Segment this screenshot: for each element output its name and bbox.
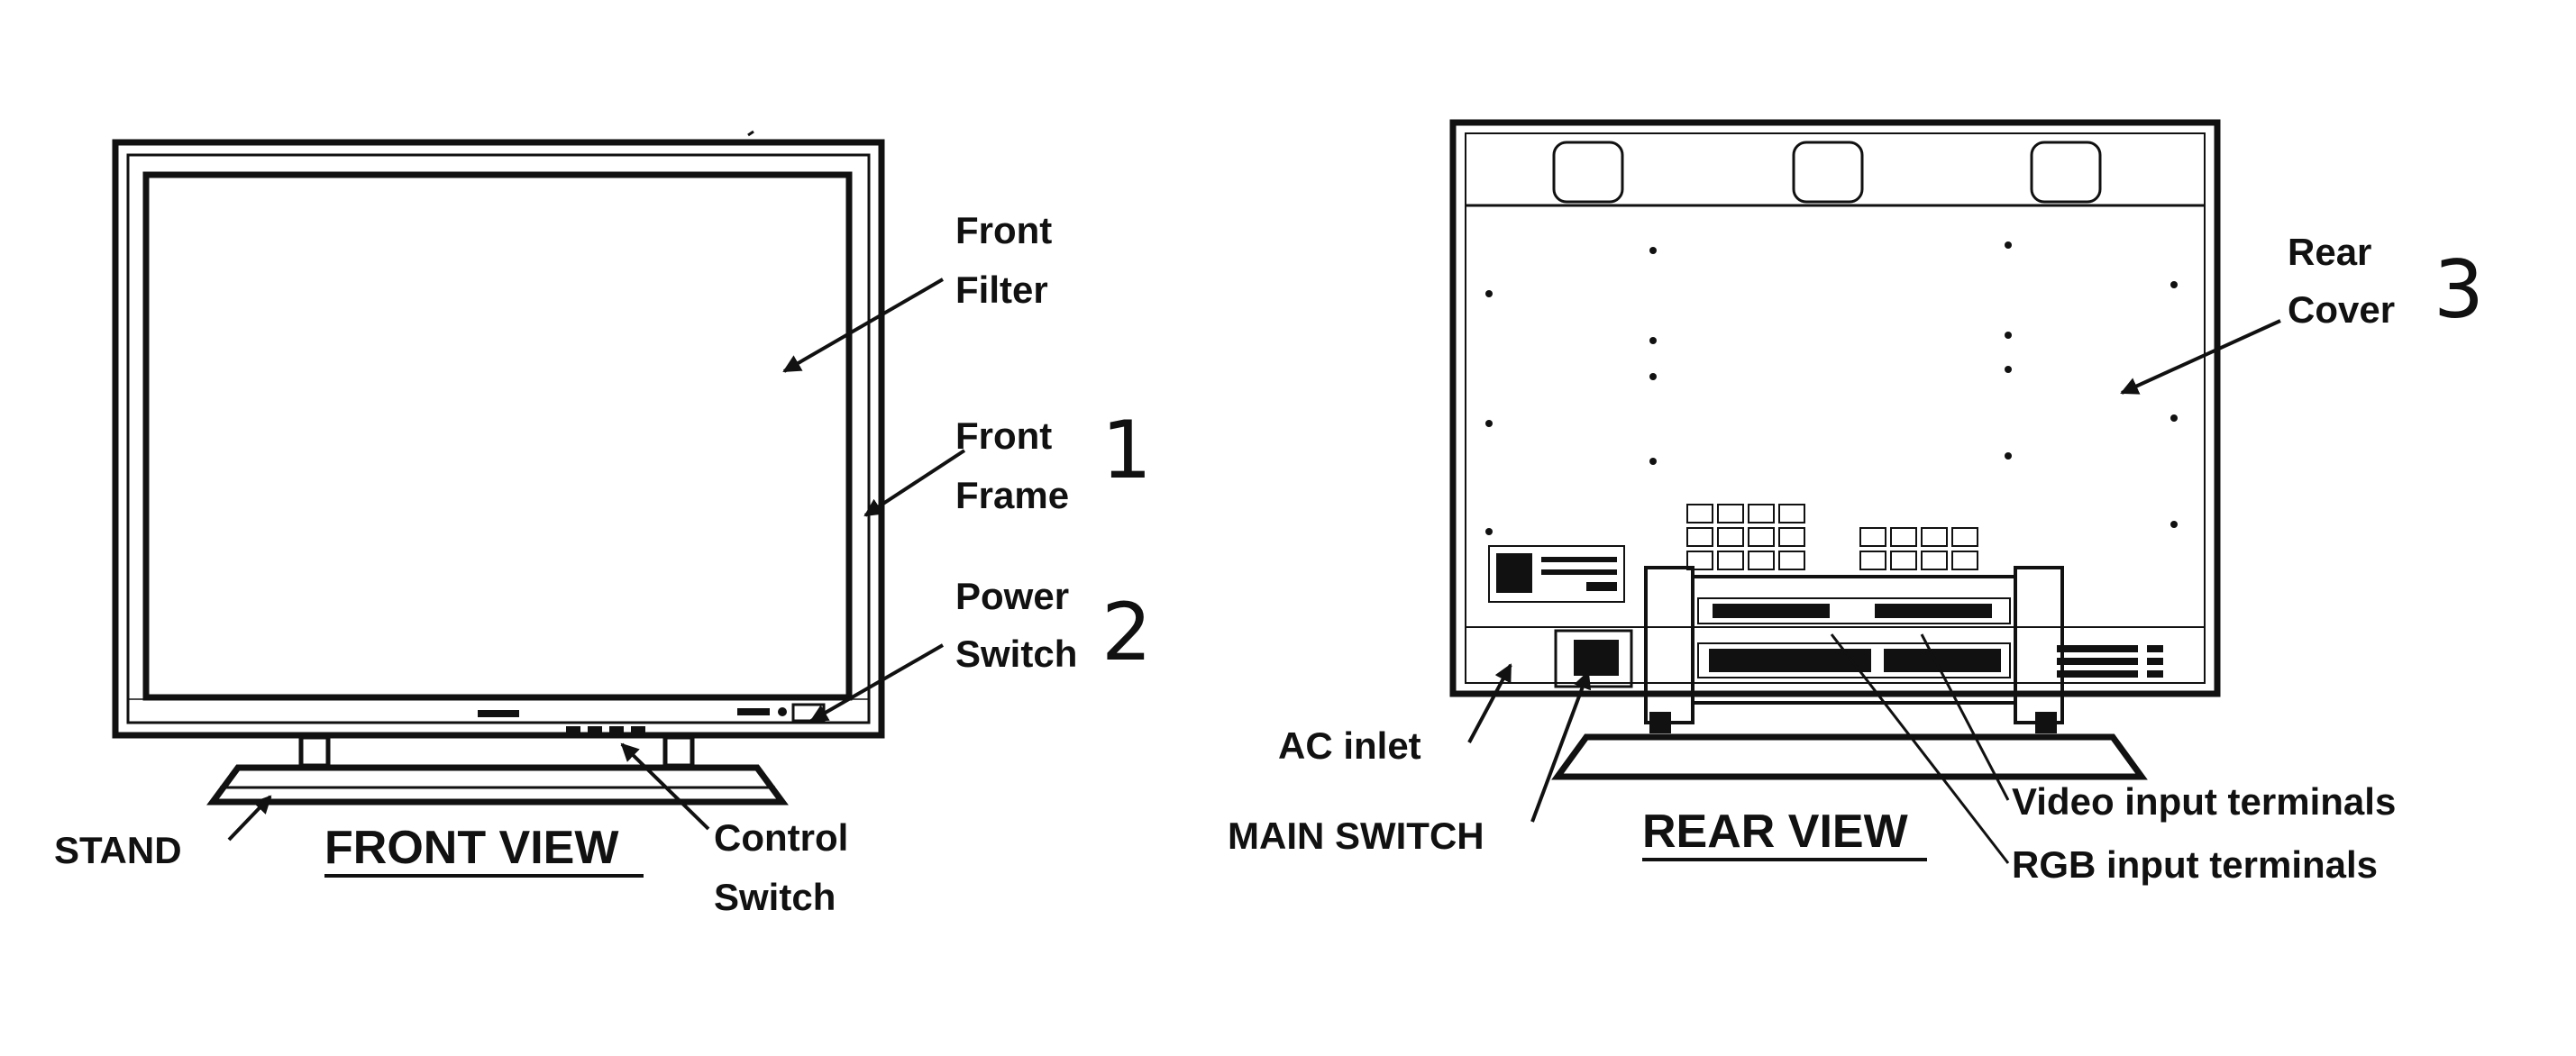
front-frame-inner: [126, 153, 871, 724]
front-filter-label-line2: Filter: [955, 269, 1048, 311]
front-view: Front Filter Front Frame 1 Power Switch …: [54, 130, 1152, 918]
front-filter-label-line1: Front: [955, 209, 1052, 251]
rear-view-title: REAR VIEW: [1642, 806, 1909, 858]
rear-monitor: [1449, 119, 2221, 733]
rear-cover-outer: [1449, 119, 2221, 697]
rgb-input-label: RGB input terminals: [2012, 843, 2378, 886]
front-frame-arrow: [863, 449, 966, 517]
front-stand: [206, 734, 789, 806]
front-filter-arrow: [782, 278, 945, 373]
power-switch-arrow: [809, 643, 944, 723]
rear-vent-group-left: [1686, 504, 1805, 570]
power-switch-label-line1: Power: [955, 575, 1069, 617]
terminal-panel: [1644, 566, 2064, 733]
control-switch-arrow: [620, 742, 710, 831]
rear-cover-label-line1: Rear: [2288, 231, 2371, 273]
rear-screws: [1485, 241, 2178, 535]
front-bottom-bezel: [127, 698, 870, 724]
ac-inlet-label: AC inlet: [1278, 724, 1421, 767]
front-frame-outer: [112, 139, 885, 739]
front-frame-number: 1: [1101, 404, 1152, 496]
control-switch-label-line1: Control: [714, 816, 848, 859]
power-switch-label-line2: Switch: [955, 633, 1077, 675]
power-switch-area: [737, 703, 826, 723]
rear-stand: [1551, 733, 2148, 780]
control-switch-label-line2: Switch: [714, 876, 836, 918]
front-frame-label-line2: Frame: [955, 474, 1069, 516]
front-logo: [478, 710, 519, 717]
front-filter-screen: [142, 171, 853, 701]
ac-inlet-arrow: [1467, 663, 1512, 743]
rear-cover-number: 3: [2434, 243, 2484, 336]
rear-label-plate: [1488, 545, 1625, 603]
rear-handle-center: [1792, 141, 1864, 204]
control-switch-buttons: [566, 726, 645, 733]
stand-arrow: [227, 795, 272, 842]
rear-handle-right: [2030, 141, 2102, 204]
rear-handle-left: [1552, 141, 1624, 204]
front-view-title: FRONT VIEW: [324, 822, 619, 874]
rear-view: Rear Cover 3 AC inlet MAIN SWITCH REAR V…: [1228, 119, 2484, 886]
main-switch-block: [1554, 629, 1633, 688]
main-switch-label: MAIN SWITCH: [1228, 815, 1484, 857]
front-monitor: [112, 130, 885, 739]
front-frame-label-line1: Front: [955, 414, 1052, 457]
video-input-terminals: [1884, 649, 2001, 672]
rear-cover-label-line2: Cover: [2288, 288, 2395, 331]
rgb-input-leader: [1830, 633, 2010, 864]
front-bezel-mark: [747, 130, 754, 137]
main-switch-arrow: [1530, 670, 1592, 823]
power-switch-number: 2: [1101, 586, 1152, 678]
video-input-label: Video input terminals: [2012, 780, 2396, 823]
rear-cover-arrow: [2120, 319, 2281, 395]
stand-label: STAND: [54, 829, 182, 871]
rear-vent-group-right: [1859, 527, 1978, 570]
rear-vent-slots: [2057, 645, 2163, 678]
rear-cover-inner: [1465, 132, 2206, 684]
video-input-leader: [1920, 633, 2010, 801]
